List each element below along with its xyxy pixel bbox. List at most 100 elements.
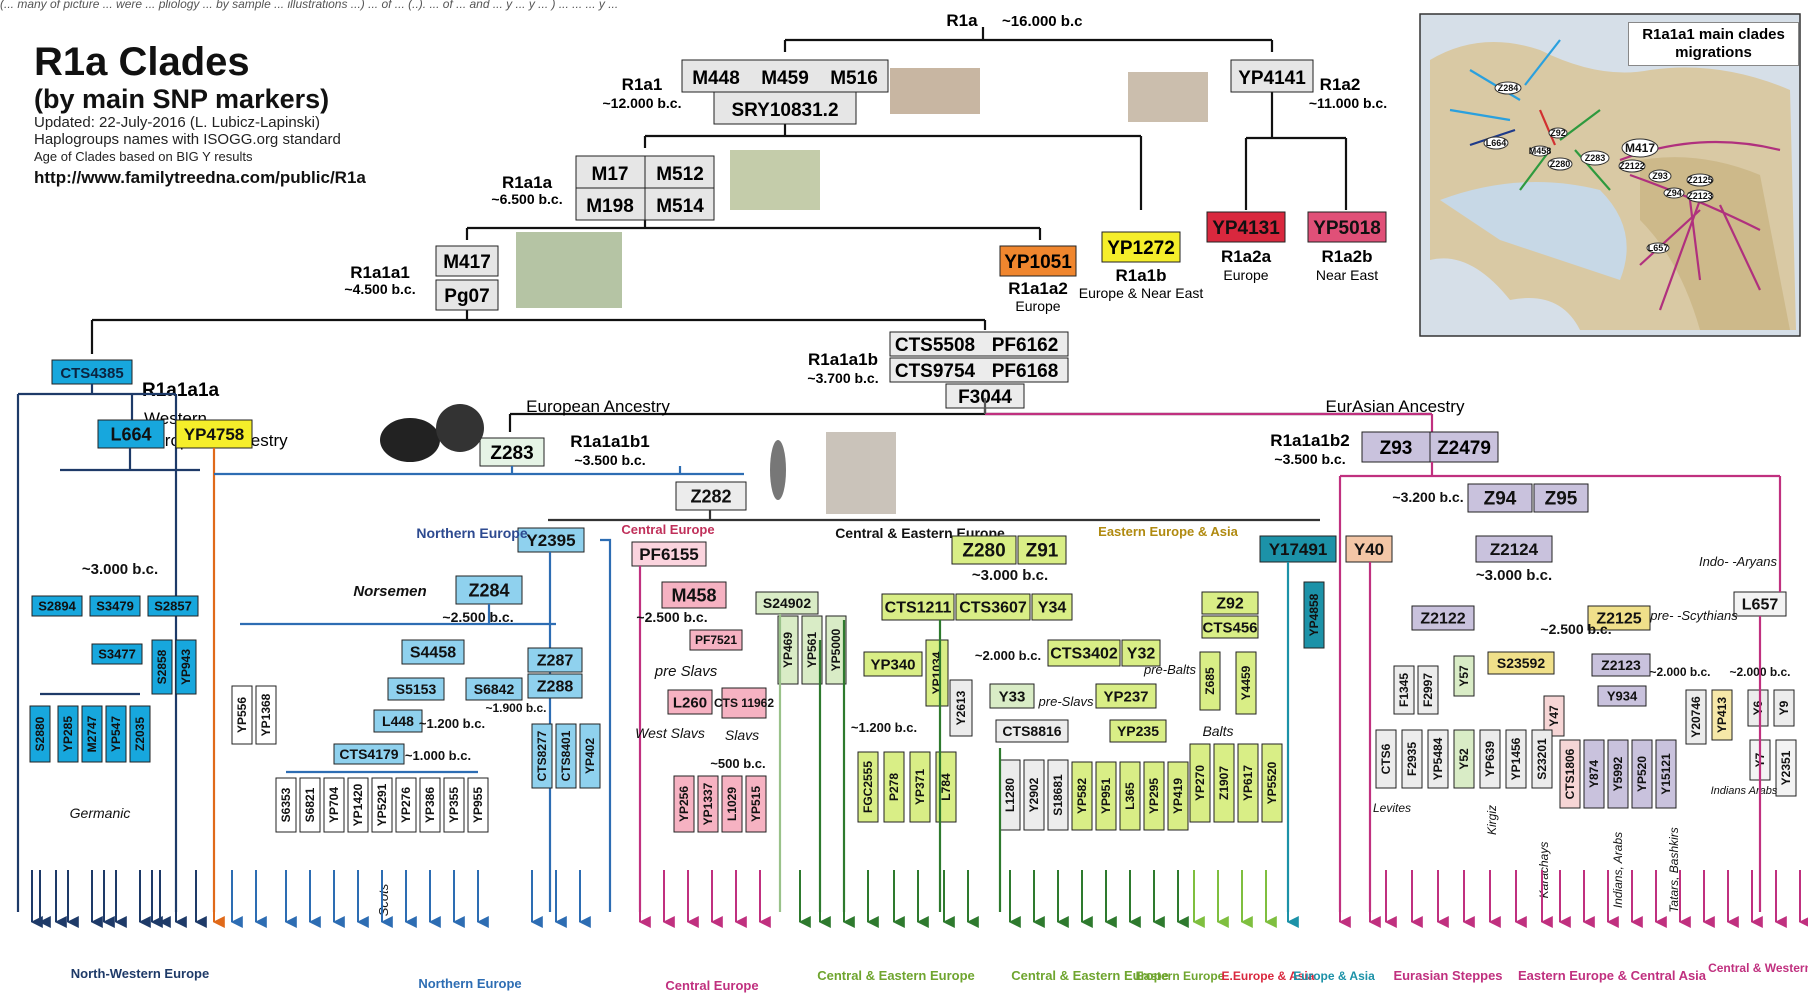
svg-text:YP1456: YP1456 <box>1509 737 1523 780</box>
svg-text:Z288: Z288 <box>537 679 574 696</box>
clade-box: YP285 <box>57 705 79 763</box>
indo-aryans-label: Indo- -Aryans <box>1699 554 1778 569</box>
svg-text:Z287: Z287 <box>537 653 574 670</box>
clade-box: S24902 <box>755 591 819 615</box>
clade-box: YP1456 <box>1505 729 1527 789</box>
date-label: ~3.200 b.c. <box>1392 489 1463 505</box>
svg-text:CTS3607: CTS3607 <box>959 600 1027 617</box>
r1a1b-node: YP1272 R1a1b Europe & Near East <box>1079 231 1203 301</box>
r1a1a1b2-node: Z93 Z2479 R1a1a1b2 ~3.500 b.c. <box>1270 431 1499 467</box>
svg-text:Z2122: Z2122 <box>1619 161 1645 171</box>
svg-text:M512: M512 <box>656 164 704 185</box>
clade-box: YP276 <box>395 777 417 833</box>
date-label: ~1.200 b.c. <box>851 720 917 735</box>
svg-text:SRY10831.2: SRY10831.2 <box>731 100 838 121</box>
svg-text:YP340: YP340 <box>870 656 915 673</box>
source-link[interactable]: http://www.familytreedna.com/public/R1a <box>34 168 366 187</box>
svg-text:S23201: S23201 <box>1535 738 1549 780</box>
age-note: Age of Clades based on BIG Y results <box>34 149 253 164</box>
clade-box: Z685 <box>1199 651 1221 711</box>
svg-text:YP561: YP561 <box>805 632 819 668</box>
clade-box: S3477 <box>91 643 143 665</box>
clade-box: S2880 <box>29 705 51 763</box>
svg-text:YP237: YP237 <box>1103 688 1148 705</box>
svg-text:~3.500 b.c.: ~3.500 b.c. <box>574 452 645 468</box>
svg-text:F3044: F3044 <box>958 387 1012 408</box>
clade-box: Y15121 <box>1655 739 1677 809</box>
clade-box: Y57 <box>1453 655 1475 697</box>
svg-text:CTS456: CTS456 <box>1202 619 1257 636</box>
clade-box: S6821 <box>299 777 321 833</box>
date-label: ~2.500 b.c. <box>442 609 513 625</box>
clade-box: YP951 <box>1095 761 1117 831</box>
scots-label: Scots <box>376 883 391 916</box>
svg-text:YP5018: YP5018 <box>1313 218 1381 239</box>
svg-text:M417: M417 <box>1625 141 1655 155</box>
svg-text:S23592: S23592 <box>1497 655 1545 671</box>
clade-box: S23201 <box>1531 729 1553 789</box>
r1a1a1-node: M417 Pg07 R1a1a1 ~4.500 b.c. <box>344 245 499 311</box>
clade-box: CTS6 <box>1375 729 1397 789</box>
svg-text:M417: M417 <box>443 252 491 273</box>
clade-box: L1280 <box>999 759 1021 831</box>
svg-text:Y52: Y52 <box>1457 748 1471 770</box>
clade-box: Z2035 <box>129 705 151 763</box>
svg-text:~11.000 b.c.: ~11.000 b.c. <box>1309 95 1387 111</box>
svg-text:R1a2: R1a2 <box>1320 75 1361 94</box>
svg-text:Y34: Y34 <box>1038 600 1067 617</box>
svg-text:CTS8277: CTS8277 <box>535 730 549 781</box>
svg-text:YP1368: YP1368 <box>259 693 273 736</box>
clade-box: YP582 <box>1071 761 1093 831</box>
clade-box: YP5291 <box>371 777 393 833</box>
clade-box: Z2124 <box>1475 535 1553 563</box>
svg-text:YP704: YP704 <box>327 787 341 823</box>
svg-text:Z93: Z93 <box>1652 171 1668 181</box>
clade-box: CTS8816 <box>995 719 1069 743</box>
svg-text:Z1907: Z1907 <box>1217 766 1231 800</box>
clade-box: CTS3402 <box>1047 639 1121 667</box>
svg-text:R1a1a: R1a1a <box>502 173 553 192</box>
svg-text:YP402: YP402 <box>583 738 597 774</box>
migration-map: Z284 L664 Z280 Z283 M417 Z2122 Z93 Z94 Z… <box>1419 13 1801 337</box>
clade-box: CTS 11962 <box>714 687 774 719</box>
clade-box: Y33 <box>989 683 1035 709</box>
clade-box: YP1368 <box>255 685 277 745</box>
pre-slavs-label: pre Slavs <box>654 663 718 680</box>
page-subtitle: (by main SNP markers) <box>34 84 330 114</box>
svg-text:Y40: Y40 <box>1354 540 1384 559</box>
clade-box: Y17491 <box>1259 535 1337 563</box>
clade-box: Z95 <box>1533 483 1589 513</box>
svg-text:F1345: F1345 <box>1397 673 1411 707</box>
svg-text:S4458: S4458 <box>410 645 456 662</box>
karachays-label: Karachays <box>1537 842 1551 899</box>
svg-text:YP951: YP951 <box>1099 778 1113 814</box>
svg-text:YP4131: YP4131 <box>1212 218 1280 239</box>
clade-box: YP4858 <box>1303 581 1325 649</box>
clade-box: YP515 <box>745 775 767 833</box>
norsemen-label: Norsemen <box>353 583 426 600</box>
date-label: ~500 b.c. <box>710 756 765 771</box>
svg-text:YP5520: YP5520 <box>1265 761 1279 804</box>
svg-text:European Ancestry: European Ancestry <box>526 397 670 416</box>
svg-text:Z2122: Z2122 <box>1420 611 1465 628</box>
svg-text:R1a1: R1a1 <box>622 75 663 94</box>
svg-text:PF6155: PF6155 <box>639 545 699 564</box>
date-label: ~2.500 b.c. <box>1540 621 1611 637</box>
eastern-asia-label: Eastern Europe & Asia <box>1098 524 1238 539</box>
svg-text:Y17491: Y17491 <box>1269 540 1328 559</box>
diagram-header: R1a Clades (by main SNP markers) Updated… <box>34 40 514 188</box>
r1a2a-node: YP4131 R1a2a Europe <box>1206 211 1286 283</box>
clade-box: Z2125 <box>1587 605 1651 631</box>
svg-text:EurAsian Ancestry: EurAsian Ancestry <box>1326 397 1465 416</box>
clade-box: Y52 <box>1453 729 1475 789</box>
central-europe-label: Central Europe <box>621 522 714 537</box>
clade-box: S6842 <box>465 677 523 701</box>
pre-balts-label: pre-Balts <box>1143 662 1197 677</box>
clade-box: L260 <box>667 689 713 715</box>
svg-text:PF6168: PF6168 <box>992 361 1059 382</box>
svg-text:Z2125: Z2125 <box>1596 611 1641 628</box>
clade-box: Y40 <box>1345 535 1393 563</box>
eurasian-ancestry-label: EurAsian Ancestry <box>1326 397 1465 416</box>
clade-box: YP704 <box>323 777 345 833</box>
clade-box: Y20746 <box>1685 689 1707 745</box>
